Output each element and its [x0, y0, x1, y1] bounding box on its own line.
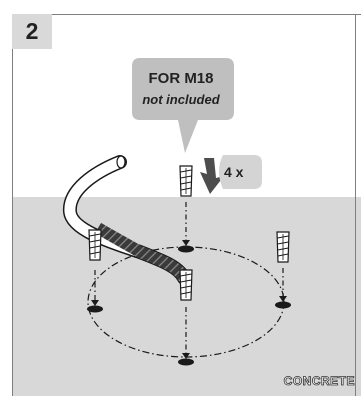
drill-hole-icon [87, 305, 103, 313]
cable-icon [62, 155, 191, 285]
anchor-icon [88, 229, 102, 261]
callout-title: FOR M18 [148, 70, 214, 87]
callout-bubble [132, 58, 234, 153]
anchor-icon [276, 231, 290, 263]
drill-hole-icon [178, 358, 194, 366]
surface-label: CONCRETE [283, 374, 355, 389]
callout-note: not included [142, 92, 220, 107]
anchor-icon [179, 165, 193, 197]
anchor-icon [179, 269, 193, 301]
quantity-label: 4 x [224, 164, 244, 180]
down-arrow-icon [200, 158, 224, 194]
step-number: 2 [12, 14, 52, 49]
drill-hole-icon [178, 245, 194, 253]
drill-hole-icon [275, 301, 291, 309]
frame-border-right [355, 14, 356, 396]
frame-border-top [12, 14, 361, 15]
frame-border-left [12, 14, 13, 396]
quantity-badge [219, 155, 262, 189]
